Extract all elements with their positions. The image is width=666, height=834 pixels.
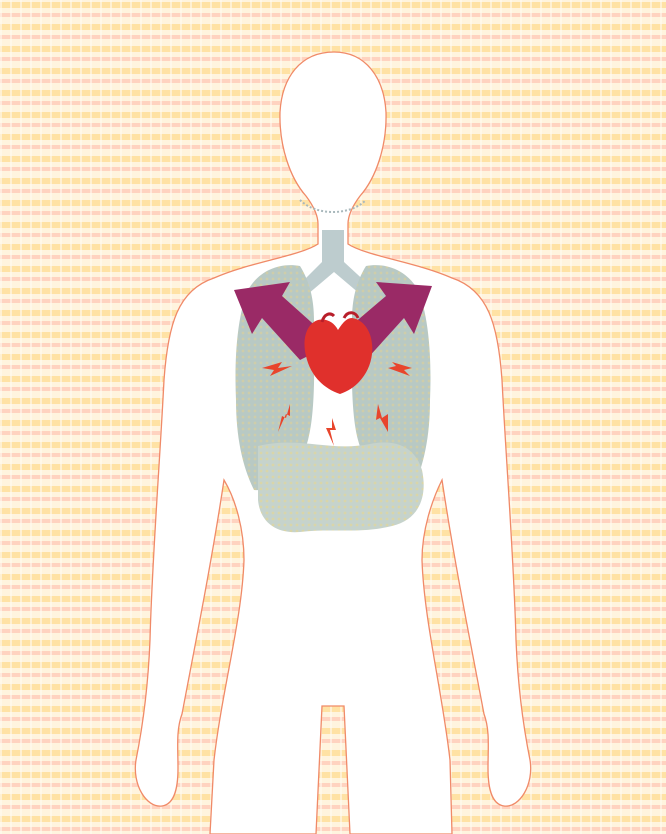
mediastinum (318, 388, 346, 440)
abdomen (258, 442, 424, 532)
